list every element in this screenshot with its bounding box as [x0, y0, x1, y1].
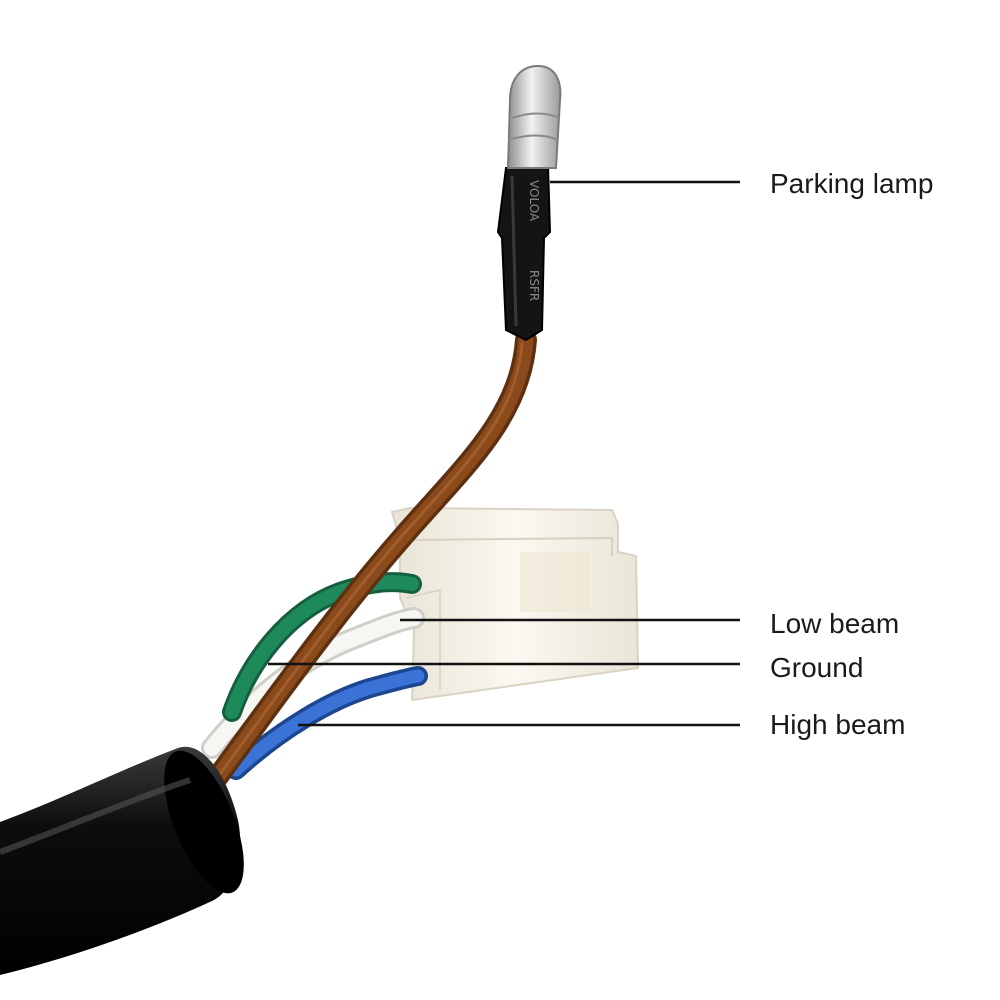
- label-parking-lamp: Parking lamp: [770, 168, 933, 199]
- label-ground: Ground: [770, 652, 863, 683]
- outer-jacket: [0, 746, 244, 975]
- heat-shrink-sleeve: VOLOA RSFR: [496, 164, 552, 342]
- connector-housing: [390, 506, 640, 702]
- leader-lines: [268, 180, 740, 727]
- sleeve-marking-top: VOLOA: [527, 180, 541, 222]
- bullet-terminal: [506, 64, 562, 169]
- label-high-beam: High beam: [770, 709, 905, 740]
- sleeve-marking-bottom: RSFR: [527, 270, 541, 301]
- wire-bundle: [197, 329, 537, 801]
- label-low-beam: Low beam: [770, 608, 899, 639]
